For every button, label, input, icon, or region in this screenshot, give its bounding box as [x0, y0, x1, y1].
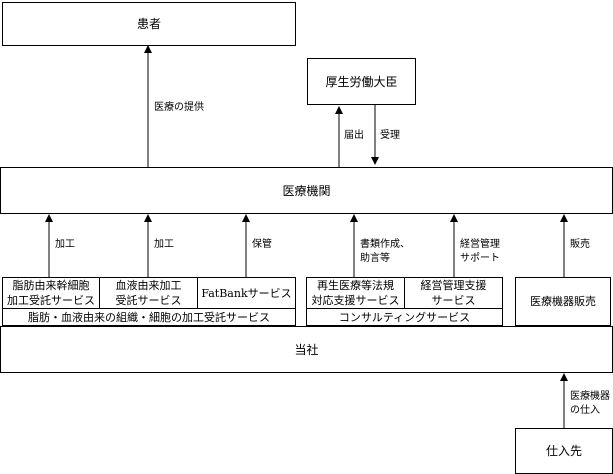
documents-line2: 助言等	[360, 253, 390, 264]
stem-cell-line2: 加工受託サービス	[7, 294, 95, 307]
edge-label-notify: 届出	[344, 130, 364, 141]
edge-label-mgmt-support: 経営管理 サポート	[460, 238, 500, 266]
mgmt-line1: 経営管理支援	[420, 279, 487, 292]
medical-institution-label: 医療機関	[282, 183, 331, 198]
patient-box: 患者	[2, 2, 296, 46]
tissue-group-label: 脂肪・血液由来の組織・細胞の加工受託サービス	[28, 310, 270, 324]
edge-label-process-2: 加工	[154, 239, 174, 250]
tissue-group-box: 脂肪・血液由来の組織・細胞の加工受託サービス	[2, 308, 296, 326]
company-label: 当社	[294, 342, 319, 357]
stem-cell-service-box: 脂肪由来幹細胞 加工受託サービス	[2, 277, 100, 309]
blood-line2: 受託サービス	[115, 294, 182, 307]
company-box: 当社	[0, 326, 613, 373]
fatbank-label: FatBankサービス	[201, 286, 292, 300]
documents-line1: 書類作成、	[360, 239, 410, 250]
edge-label-process-1: 加工	[55, 239, 75, 250]
edge-label-documents: 書類作成、 助言等	[360, 238, 410, 266]
device-sales-box: 医療機器販売	[515, 277, 611, 326]
patient-label: 患者	[136, 17, 161, 31]
edge-label-storage: 保管	[252, 239, 272, 250]
edge-label-accept: 受理	[380, 130, 400, 141]
fatbank-service-box: FatBankサービス	[197, 277, 296, 309]
supplier-box: 仕入先	[515, 428, 613, 474]
mgmt-service-box: 経営管理支援 サービス	[404, 277, 503, 309]
blood-line1: 血液由来加工	[115, 279, 182, 292]
regen-law-line1: 再生医療等法規	[317, 279, 394, 292]
consulting-group-label: コンサルティングサービス	[338, 310, 471, 324]
purchase-line1: 医療機器	[570, 391, 610, 402]
mhlw-label: 厚生労働大臣	[325, 74, 398, 89]
mgmt-support-line2: サポート	[460, 253, 500, 264]
mgmt-support-line1: 経営管理	[460, 239, 500, 250]
consulting-group-box: コンサルティングサービス	[306, 308, 503, 326]
mgmt-line2: サービス	[431, 294, 476, 307]
mhlw-box: 厚生労働大臣	[307, 58, 416, 105]
regen-law-line2: 対応支援サービス	[311, 294, 400, 307]
stem-cell-line1: 脂肪由来幹細胞	[12, 279, 90, 292]
regen-law-service-box: 再生医療等法規 対応支援サービス	[306, 277, 405, 309]
blood-service-box: 血液由来加工 受託サービス	[99, 277, 198, 309]
purchase-line2: の仕入	[570, 405, 600, 416]
edge-label-provide-care: 医療の提供	[154, 102, 204, 113]
supplier-label: 仕入先	[545, 444, 582, 458]
edge-label-purchase: 医療機器 の仕入	[570, 390, 610, 418]
edge-label-sales: 販売	[570, 239, 590, 250]
device-sales-label: 医療機器販売	[530, 295, 596, 308]
medical-institution-box: 医療機関	[0, 167, 613, 214]
